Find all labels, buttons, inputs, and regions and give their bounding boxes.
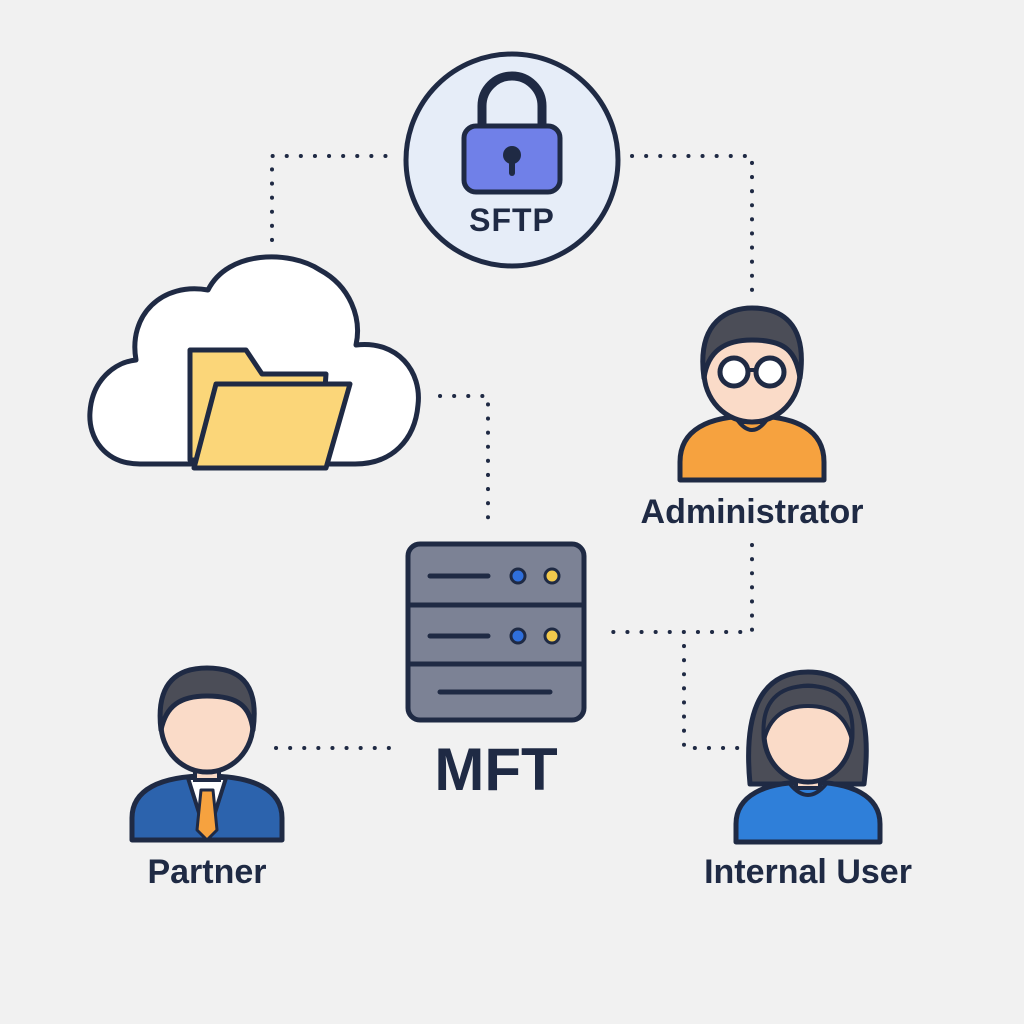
- status-led-2: [543, 567, 561, 585]
- person-glasses-icon: [677, 305, 827, 483]
- connector-admin-mft: [598, 543, 754, 634]
- mft-node: [405, 541, 587, 723]
- internal-user-label: Internal User: [704, 853, 912, 891]
- administrator-label: Administrator: [640, 493, 864, 531]
- server-rack-icon: [405, 541, 587, 723]
- status-led-3: [509, 627, 527, 645]
- sftp-label: SFTP: [469, 202, 555, 238]
- businessman-icon: [129, 665, 285, 843]
- folder-icon: [187, 347, 353, 471]
- partner-node: [129, 665, 285, 843]
- partner-label: Partner: [147, 853, 267, 891]
- connector-cloud-mft: [438, 394, 490, 530]
- padlock-icon: [461, 71, 563, 195]
- status-led-4: [543, 627, 561, 645]
- woman-user-icon: [733, 669, 883, 845]
- sftp-node: [403, 51, 621, 269]
- status-led-1: [509, 567, 527, 585]
- connector-cloud-sftp: [270, 154, 394, 242]
- administrator-node: [677, 305, 827, 483]
- cloud-node: [87, 254, 421, 471]
- connector-mft-internal-user: [682, 644, 742, 750]
- mft-label: MFT: [434, 736, 558, 803]
- internal-user-node: [733, 669, 883, 845]
- connector-sftp-admin: [630, 154, 754, 292]
